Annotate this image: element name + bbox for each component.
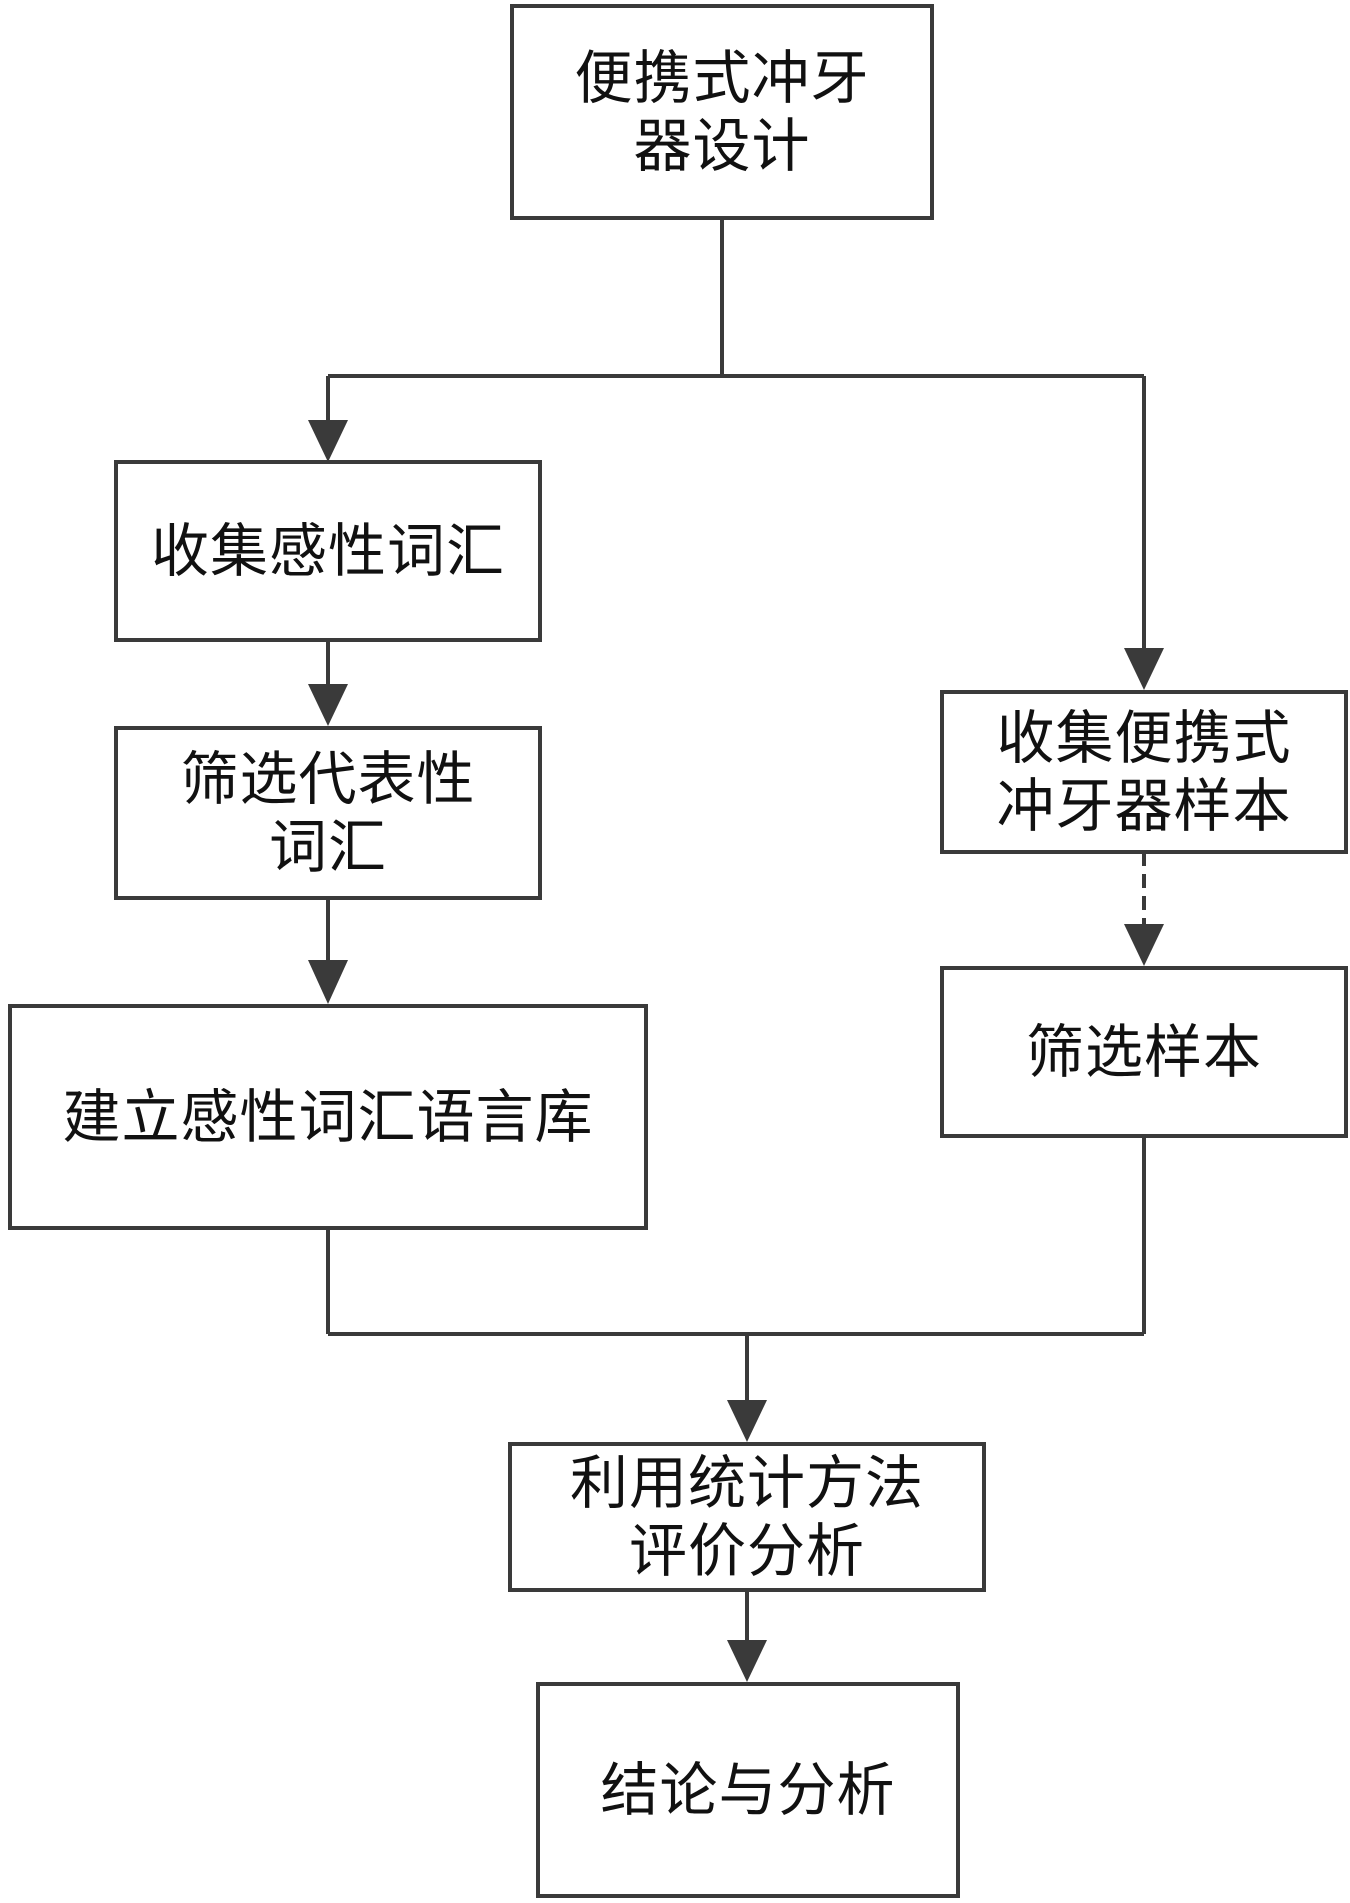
node-build-corpus: 建立感性词汇语言库 (8, 1004, 648, 1230)
node-collect-samples-line1: 收集便携式 (996, 703, 1292, 772)
node-build-corpus-line1: 建立感性词汇语言库 (62, 1082, 594, 1151)
arrowhead-select-samples (1124, 924, 1164, 966)
arrowhead-build-corpus (308, 960, 348, 1004)
node-statistical-analysis-line1: 利用统计方法 (569, 1448, 924, 1517)
node-statistical-analysis-line2: 评价分析 (628, 1517, 865, 1585)
node-select-words-line1: 筛选代表性 (180, 744, 476, 813)
node-select-words-line2: 词汇 (268, 813, 387, 881)
node-design: 便携式冲牙 器设计 (510, 4, 934, 220)
node-select-samples: 筛选样本 (940, 966, 1348, 1138)
arrowhead-collect-words (308, 420, 348, 462)
node-statistical-analysis: 利用统计方法 评价分析 (508, 1442, 986, 1592)
node-conclusion: 结论与分析 (536, 1682, 960, 1898)
node-conclusion-line1: 结论与分析 (600, 1755, 896, 1824)
node-collect-samples: 收集便携式 冲牙器样本 (940, 690, 1348, 854)
arrowhead-conclusion (727, 1640, 767, 1682)
arrowhead-statistical-analysis (727, 1400, 767, 1442)
node-select-samples-line1: 筛选样本 (1025, 1017, 1262, 1086)
node-collect-words: 收集感性词汇 (114, 460, 542, 642)
arrowhead-collect-samples (1124, 648, 1164, 690)
node-select-words: 筛选代表性 词汇 (114, 726, 542, 900)
node-design-line1: 便携式冲牙 (574, 43, 870, 112)
node-collect-samples-line2: 冲牙器样本 (996, 772, 1292, 840)
arrowhead-select-words (308, 684, 348, 726)
node-collect-words-line1: 收集感性词汇 (150, 516, 505, 585)
node-design-line2: 器设计 (633, 112, 811, 180)
